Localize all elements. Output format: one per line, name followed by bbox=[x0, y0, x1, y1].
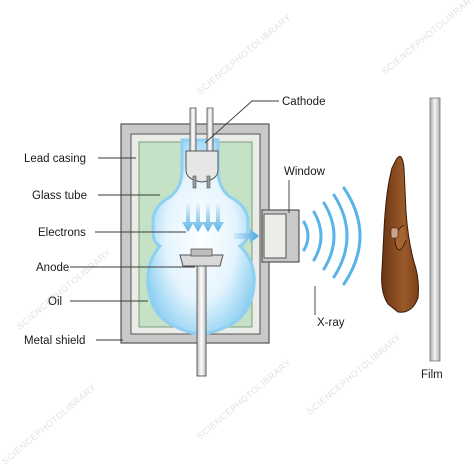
hand-illustration bbox=[381, 155, 419, 313]
anode-top bbox=[190, 248, 213, 257]
cathode bbox=[185, 150, 219, 183]
label-xray: X-ray bbox=[317, 317, 345, 329]
fingernail bbox=[390, 227, 399, 239]
cathode-wire-left bbox=[189, 107, 197, 155]
cathode-filament-right bbox=[206, 175, 211, 189]
label-oil: Oil bbox=[48, 296, 62, 308]
label-anode: Anode bbox=[36, 262, 69, 274]
label-lead-casing: Lead casing bbox=[24, 153, 86, 165]
cathode-filament-left bbox=[192, 175, 197, 189]
cathode-wire-right bbox=[206, 107, 214, 155]
anode-rod bbox=[196, 265, 207, 377]
watermark-6: SCIENCEPHOTOLIBRARY bbox=[0, 382, 98, 467]
watermark-5: SCIENCEPHOTOLIBRARY bbox=[195, 357, 293, 442]
film bbox=[429, 97, 441, 362]
window-inner bbox=[263, 213, 287, 259]
label-glass-tube: Glass tube bbox=[32, 190, 87, 202]
label-cathode: Cathode bbox=[282, 96, 325, 108]
label-window: Window bbox=[284, 166, 326, 178]
label-film: Film bbox=[421, 369, 443, 381]
watermark-4: SCIENCEPHOTOLIBRARY bbox=[305, 332, 403, 417]
label-metal-shield: Metal shield bbox=[24, 335, 85, 347]
leader-lines bbox=[70, 100, 316, 341]
xray-exit-arrow bbox=[234, 229, 259, 243]
watermark-1: SCIENCEPHOTOLIBRARY bbox=[195, 12, 293, 97]
anode-target bbox=[179, 254, 224, 267]
xray-waves bbox=[302, 186, 362, 286]
leader-cathode bbox=[204, 100, 279, 144]
watermark-2: SCIENCEPHOTOLIBRARY bbox=[380, 0, 474, 77]
electron-beam bbox=[182, 203, 224, 232]
label-electrons: Electrons bbox=[38, 227, 86, 239]
watermark-3: SCIENCEPHOTOLIBRARY bbox=[15, 247, 113, 332]
